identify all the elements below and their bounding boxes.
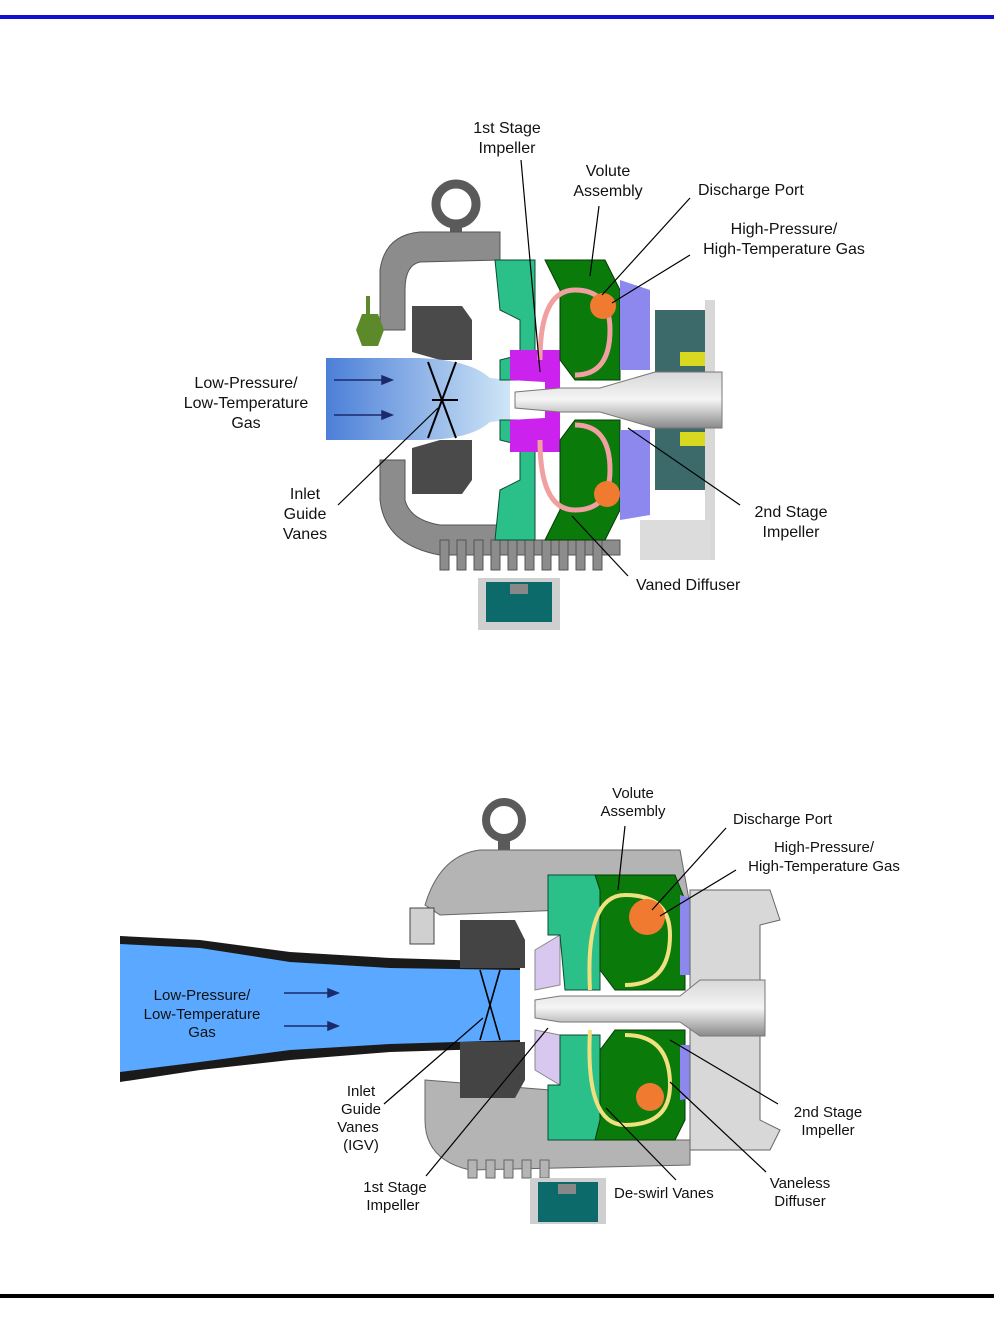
compressor-diagram-vaned: 1st Stage Impeller Volute Assembly Disch… xyxy=(184,120,865,630)
svg-text:2nd Stage: 2nd Stage xyxy=(794,1104,862,1121)
svg-text:Discharge Port: Discharge Port xyxy=(698,182,804,199)
svg-text:High-Temperature Gas: High-Temperature Gas xyxy=(748,858,900,875)
svg-text:Low-Pressure/: Low-Pressure/ xyxy=(194,375,298,392)
label-vaned-diffuser: Vaned Diffuser xyxy=(571,515,741,594)
impeller-teal-housing xyxy=(547,874,601,1141)
inlet-guide-vanes-shape xyxy=(427,361,458,439)
label-second-stage-impeller-2: 2nd Stage Impeller xyxy=(669,1039,862,1139)
cooling-fins-2 xyxy=(467,1159,550,1179)
svg-text:Low-Temperature: Low-Temperature xyxy=(144,1006,261,1023)
svg-text:Discharge Port: Discharge Port xyxy=(733,811,833,828)
label-inlet-guide-vanes: Inlet Guide Vanes xyxy=(283,407,439,543)
top-rule xyxy=(0,15,994,19)
svg-text:High-Temperature Gas: High-Temperature Gas xyxy=(703,241,865,258)
svg-text:Impeller: Impeller xyxy=(479,140,537,157)
label-volute-assembly-2: Volute Assembly xyxy=(600,785,666,891)
svg-text:Gas: Gas xyxy=(231,415,260,432)
svg-text:Guide: Guide xyxy=(284,506,327,523)
label-high-pressure-gas: High-Pressure/ High-Temperature Gas xyxy=(611,221,865,304)
svg-text:Low-Temperature: Low-Temperature xyxy=(184,395,309,412)
lifting-eye-2 xyxy=(482,798,526,854)
hot-gas-bottom xyxy=(594,481,620,507)
svg-text:High-Pressure/: High-Pressure/ xyxy=(731,221,838,238)
svg-text:De-swirl Vanes: De-swirl Vanes xyxy=(614,1185,714,1202)
inlet-arrows-2 xyxy=(284,987,341,1032)
svg-text:Inlet: Inlet xyxy=(347,1083,376,1100)
bottom-rule xyxy=(0,1294,994,1298)
label-low-pressure-gas: Low-Pressure/ Low-Temperature Gas xyxy=(184,375,309,432)
svg-text:Guide: Guide xyxy=(341,1101,381,1118)
shaft xyxy=(514,371,723,429)
svg-text:Vaned Diffuser: Vaned Diffuser xyxy=(636,577,741,594)
sensor-2 xyxy=(409,907,435,945)
inlet-housing xyxy=(412,306,472,494)
hot-gas-top xyxy=(590,293,616,319)
svg-text:Inlet: Inlet xyxy=(290,486,321,503)
svg-text:Gas: Gas xyxy=(188,1024,216,1041)
inlet-housing-2 xyxy=(460,920,525,1098)
first-stage-impeller-shape xyxy=(494,259,536,541)
hot-gas-bottom-2 xyxy=(636,1083,664,1111)
label-volute-assembly: Volute Assembly xyxy=(573,163,643,277)
label-discharge-port-2: Discharge Port xyxy=(651,811,833,911)
svg-text:Volute: Volute xyxy=(612,785,654,802)
label-second-stage-impeller: 2nd Stage Impeller xyxy=(627,427,828,541)
svg-text:Vaneless: Vaneless xyxy=(770,1175,831,1192)
compressor-diagram-vaneless: Volute Assembly Discharge Port High-Pres… xyxy=(120,785,900,1224)
svg-text:(IGV): (IGV) xyxy=(343,1137,379,1154)
label-discharge-port: Discharge Port xyxy=(601,182,804,296)
hot-gas-top-2 xyxy=(629,899,665,935)
inlet-guide-vanes-shape-2 xyxy=(479,969,501,1041)
svg-text:Impeller: Impeller xyxy=(801,1122,854,1139)
base-mount-2 xyxy=(530,1178,606,1224)
svg-text:Low-Pressure/: Low-Pressure/ xyxy=(154,987,252,1004)
svg-text:Impeller: Impeller xyxy=(763,524,821,541)
label-vaneless-diffuser: Vaneless Diffuser xyxy=(669,1081,831,1210)
seal-housing xyxy=(620,280,650,520)
label-deswirl-vanes: De-swirl Vanes xyxy=(605,1107,714,1202)
label-high-pressure-gas-2: High-Pressure/ High-Temperature Gas xyxy=(659,839,900,917)
inlet-gas-flow xyxy=(326,358,510,440)
inlet-arrows xyxy=(334,374,395,421)
svg-text:Vanes: Vanes xyxy=(337,1119,378,1136)
svg-text:Impeller: Impeller xyxy=(366,1197,419,1214)
label-first-stage-impeller-2: 1st Stage Impeller xyxy=(363,1027,549,1214)
label-first-stage-impeller: 1st Stage Impeller xyxy=(473,120,541,373)
svg-text:High-Pressure/: High-Pressure/ xyxy=(774,839,875,856)
inlet-gas-flow-2 xyxy=(120,944,520,1072)
shaft-2 xyxy=(534,979,766,1037)
base-mount xyxy=(478,578,560,630)
svg-text:1st Stage: 1st Stage xyxy=(363,1179,426,1196)
svg-text:Volute: Volute xyxy=(586,163,631,180)
svg-text:Assembly: Assembly xyxy=(573,183,642,200)
svg-text:Diffuser: Diffuser xyxy=(774,1193,825,1210)
svg-text:Assembly: Assembly xyxy=(600,803,666,820)
svg-text:1st Stage: 1st Stage xyxy=(473,120,541,137)
label-low-pressure-gas-2: Low-Pressure/ Low-Temperature Gas xyxy=(144,987,261,1041)
label-inlet-guide-vanes-2: Inlet Guide Vanes (IGV) xyxy=(337,1017,484,1154)
sensor xyxy=(356,296,384,346)
svg-text:Vanes: Vanes xyxy=(283,526,327,543)
hub-section xyxy=(510,350,560,452)
svg-text:2nd Stage: 2nd Stage xyxy=(755,504,828,521)
